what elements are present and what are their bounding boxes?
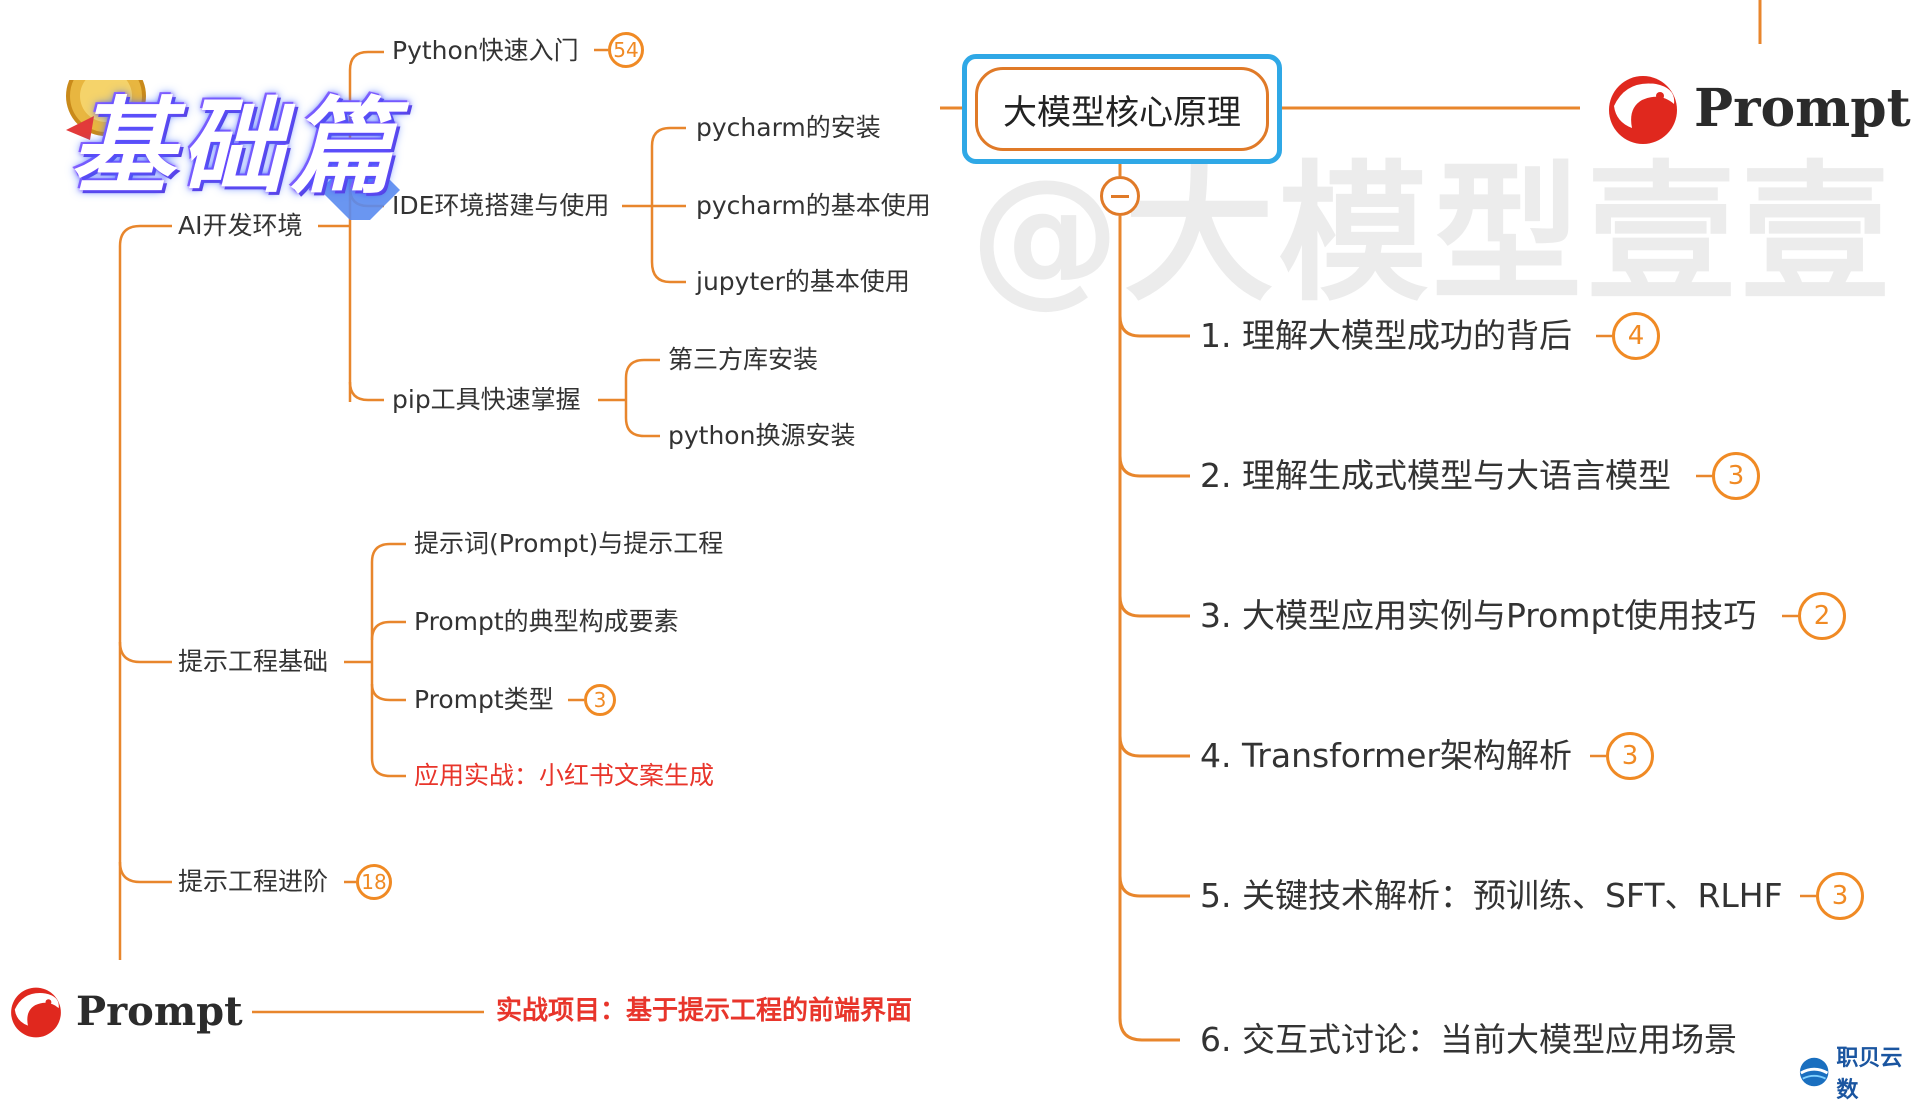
node-prompt-basic[interactable]: 提示工程基础 (178, 647, 329, 676)
node-ide-item[interactable]: jupyter的基本使用 (696, 267, 910, 296)
count-badge[interactable]: 3 (1606, 732, 1654, 780)
node-right-3[interactable]: 3. 大模型应用实例与Prompt使用技巧 (1200, 596, 1757, 635)
node-project[interactable]: 实战项目：基于提示工程的前端界面 (496, 996, 913, 1026)
node-prompt-item[interactable]: Prompt的典型构成要素 (414, 607, 679, 636)
node-ide-item[interactable]: pycharm的安装 (696, 113, 881, 142)
watermark: @大模型壹壹 (970, 148, 1895, 322)
central-title: 大模型核心原理 (975, 67, 1269, 151)
count-badge[interactable]: 3 (584, 684, 616, 716)
node-right-5[interactable]: 5. 关键技术解析：预训练、SFT、RLHF (1200, 876, 1783, 915)
brand-name: Prompt (76, 987, 243, 1035)
banner-title: 基础篇 (70, 86, 401, 208)
node-python[interactable]: Python快速入门 (392, 36, 579, 65)
node-right-6[interactable]: 6. 交互式讨论：当前大模型应用场景 (1200, 1020, 1737, 1059)
brand-swirl-icon (11, 987, 61, 1038)
count-badge[interactable]: 54 (608, 32, 644, 68)
count-badge[interactable]: 4 (1612, 312, 1660, 360)
count-badge[interactable]: 3 (1712, 452, 1760, 500)
footer-logo: 职贝云数 (1798, 1040, 1920, 1104)
central-node[interactable]: 大模型核心原理 (962, 54, 1282, 164)
node-prompt-adv[interactable]: 提示工程进阶 (178, 867, 329, 896)
node-right-4[interactable]: 4. Transformer架构解析 (1200, 736, 1572, 775)
connector-lines (118, 0, 1816, 1042)
node-prompt-item[interactable]: Prompt类型 (414, 685, 554, 714)
node-ide[interactable]: IDE环境搭建与使用 (392, 191, 610, 220)
count-badge[interactable]: 3 (1816, 872, 1864, 920)
banner-badge (60, 80, 420, 220)
node-pip[interactable]: pip工具快速掌握 (392, 385, 581, 414)
mindmap-canvas: @大模型壹壹 基础篇 大模型核心原理 Prompt Prompt Pyth (6, 0, 1911, 1103)
collapse-toggle-icon[interactable] (1100, 176, 1140, 216)
globe-icon (1799, 1057, 1829, 1087)
count-badge[interactable]: 2 (1798, 592, 1846, 640)
node-prompt-item[interactable]: 提示词(Prompt)与提示工程 (414, 529, 724, 558)
node-right-1[interactable]: 1. 理解大模型成功的背后 (1200, 316, 1572, 355)
node-ide-item[interactable]: pycharm的基本使用 (696, 191, 931, 220)
coin-decoration (66, 80, 400, 220)
node-pip-item[interactable]: python换源安装 (668, 421, 856, 450)
brand-swirl-icon (1609, 76, 1677, 144)
brand-name: Prompt (1694, 77, 1911, 139)
footer-label: 职贝云数 (1836, 1046, 1903, 1103)
count-badge[interactable]: 18 (356, 864, 392, 900)
node-ai-env[interactable]: AI开发环境 (178, 211, 303, 240)
brand-logo-top: Prompt (1602, 70, 1911, 146)
brand-logo-bottom: Prompt (6, 982, 243, 1040)
node-pip-item[interactable]: 第三方库安装 (668, 345, 819, 374)
node-right-2[interactable]: 2. 理解生成式模型与大语言模型 (1200, 456, 1671, 495)
node-prompt-item-highlight[interactable]: 应用实战：小红书文案生成 (414, 761, 715, 790)
